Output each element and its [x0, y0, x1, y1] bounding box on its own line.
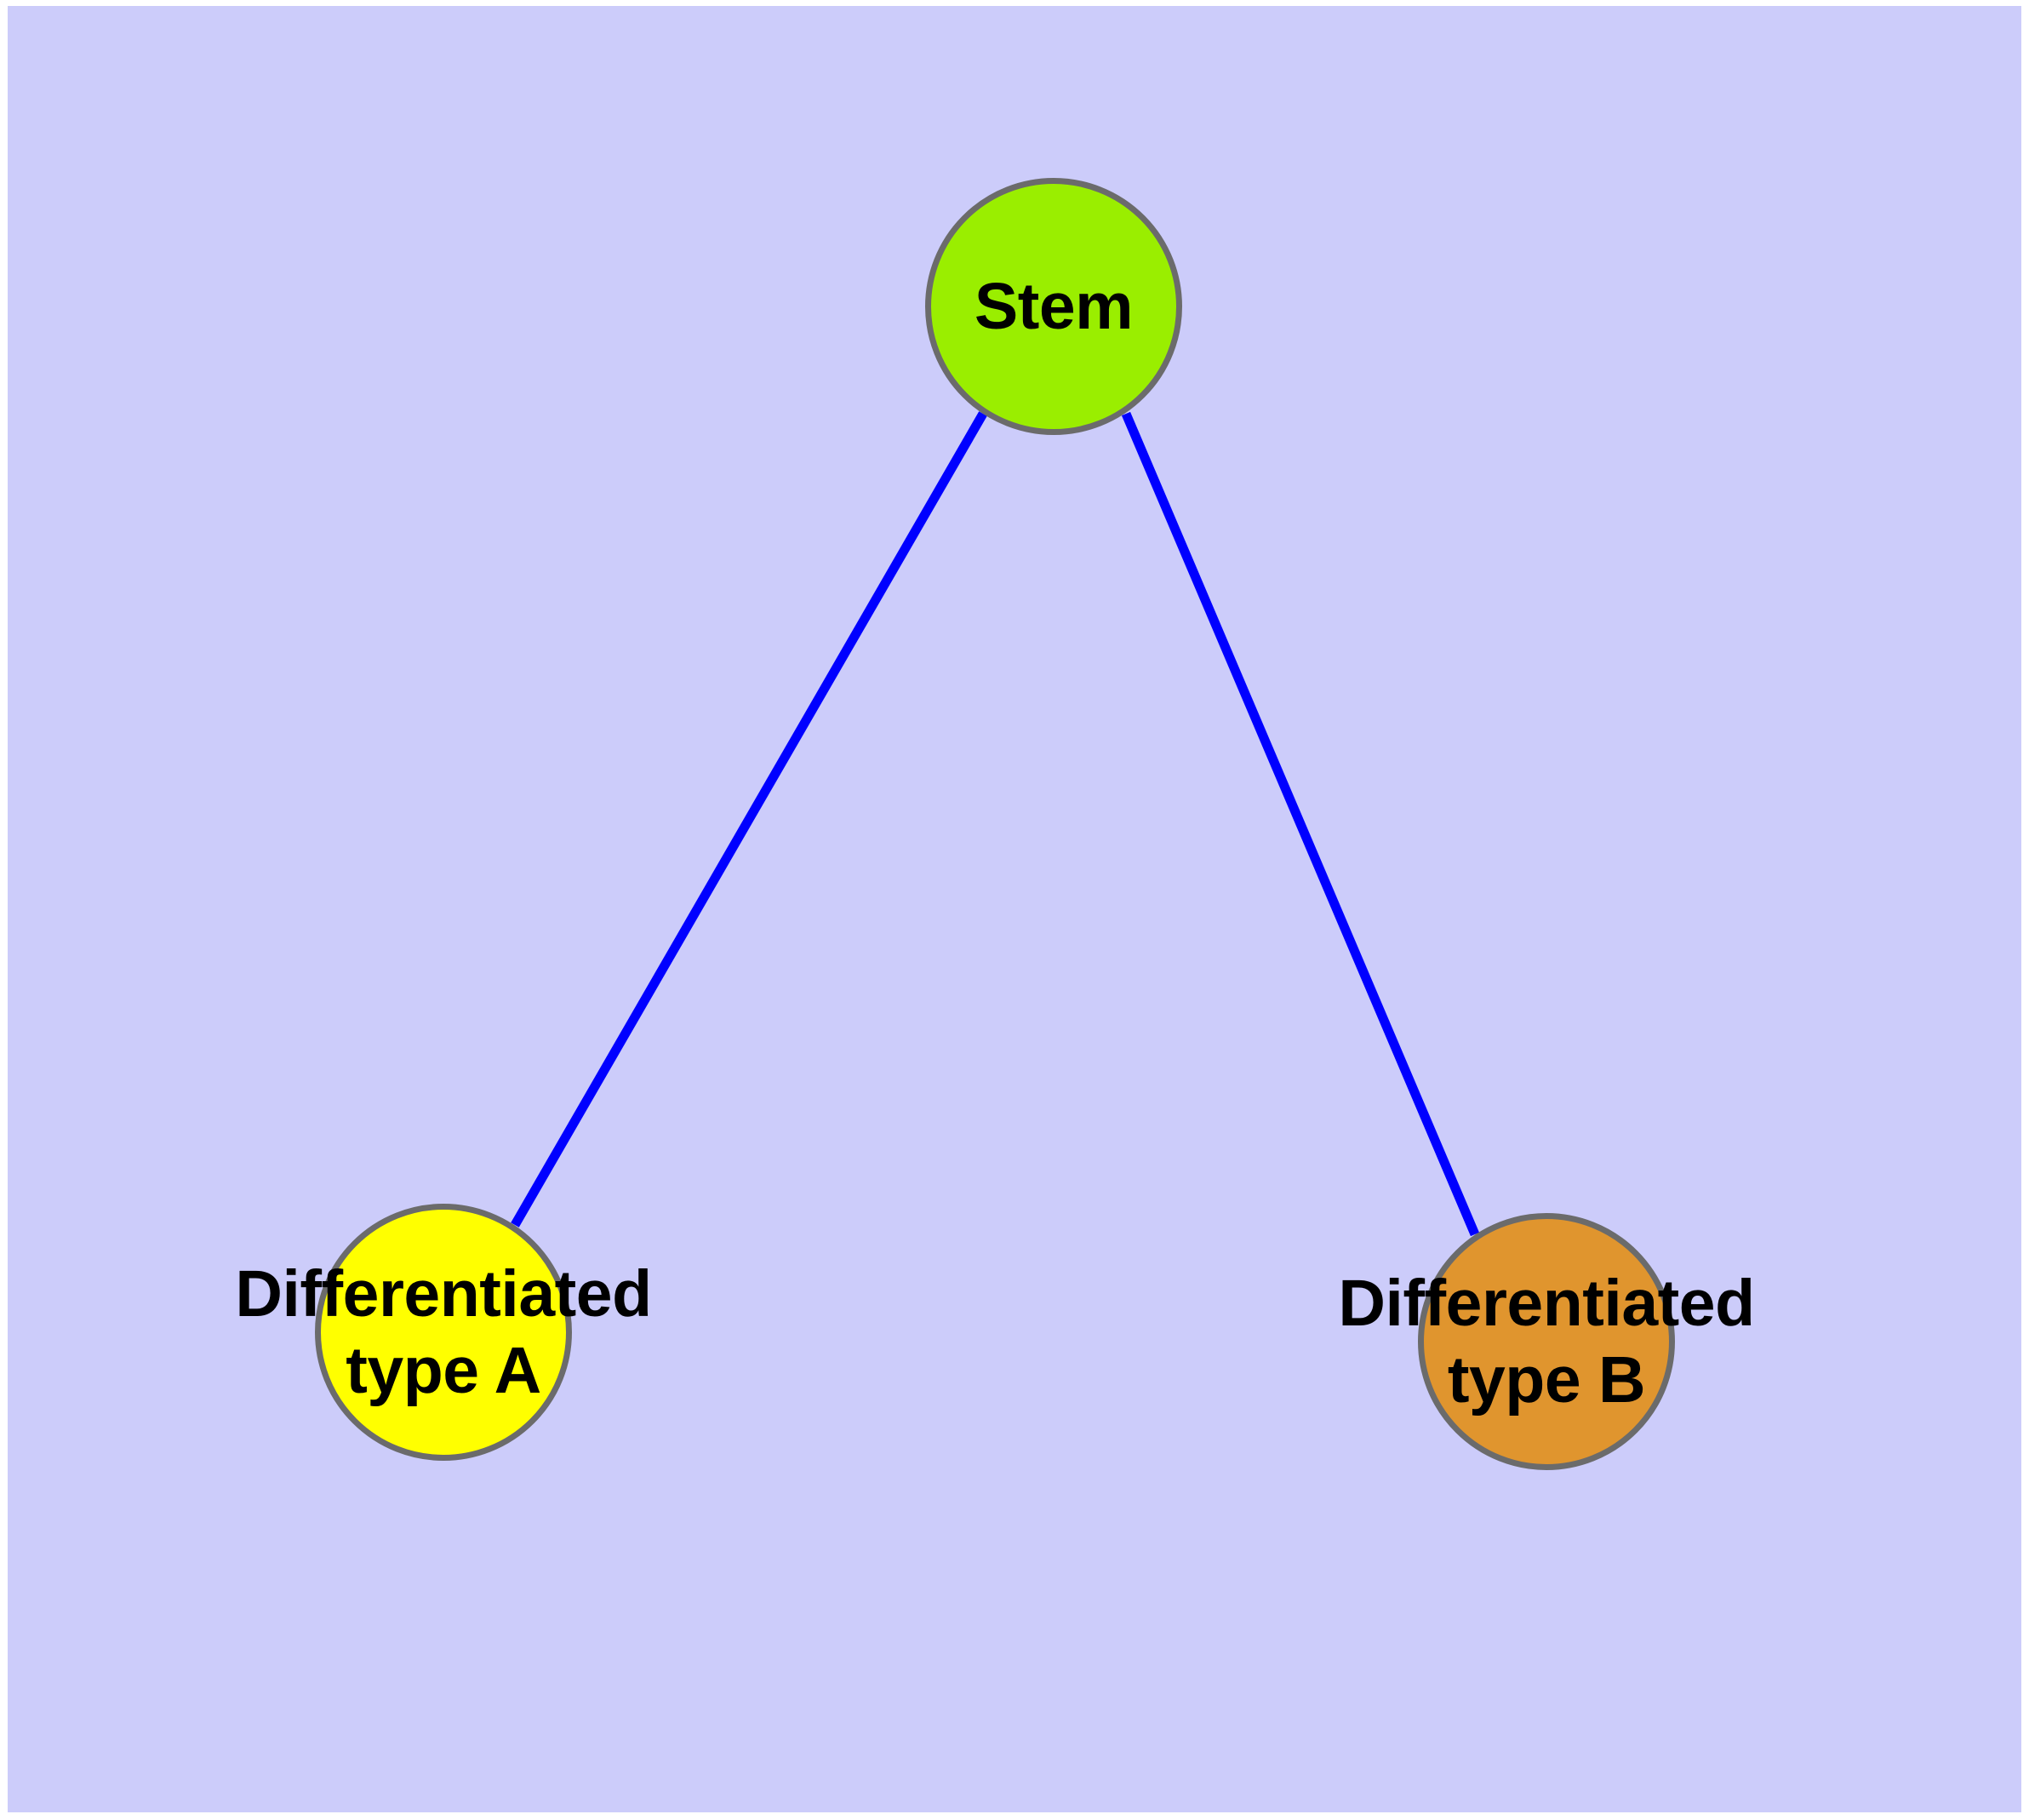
node-stem[interactable]	[925, 178, 1182, 435]
node-layer: Stem Differentiated type A Differentiate…	[8, 6, 2021, 1812]
edge-layer	[511, 411, 1480, 1237]
edge-stem-to-differentiated-type-a	[511, 411, 987, 1228]
graph-plot-area: Stem Differentiated type A Differentiate…	[8, 6, 2021, 1812]
node-differentiated-type-a[interactable]	[315, 1204, 572, 1461]
edge-stem-to-differentiated-type-b	[1121, 411, 1480, 1237]
node-differentiated-type-b[interactable]	[1418, 1213, 1675, 1470]
